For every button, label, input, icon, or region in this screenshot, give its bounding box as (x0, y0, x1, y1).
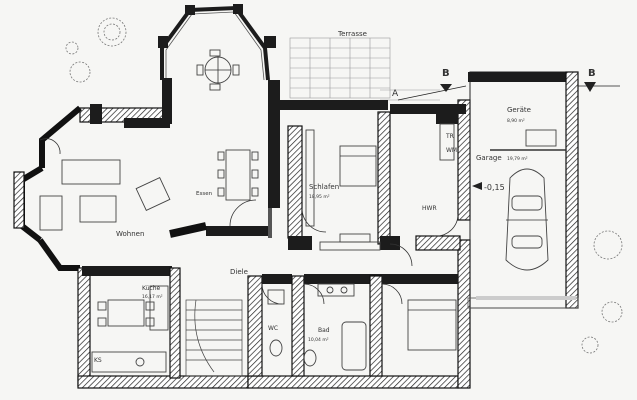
bay-window (158, 4, 276, 81)
living-furniture (39, 138, 171, 231)
label-essen: Essen (196, 191, 213, 197)
label-diele: Diele (230, 268, 248, 276)
exterior-walls (13, 78, 471, 389)
label-hwr: HWR (422, 205, 437, 212)
label-bad-area: 10,04 m² (308, 337, 329, 343)
tree (601, 301, 623, 323)
bedroom2-furniture (407, 299, 457, 351)
door-swings (229, 199, 459, 305)
label-garage-area: 19,79 m² (507, 156, 528, 162)
dining-table (217, 149, 259, 201)
level-marker: -0,15 (484, 183, 505, 192)
label-gerate-area: 8,90 m² (507, 118, 525, 124)
terrace-pavement (289, 37, 440, 101)
label-schlafen-area: 18,95 m² (309, 194, 330, 200)
label-schlafen: Schlafen (309, 183, 339, 191)
label-terrasse: Terrasse (337, 30, 367, 38)
tree (69, 61, 91, 83)
garden-trees (65, 17, 623, 354)
bathroom-fixtures (267, 283, 367, 371)
staircase (185, 299, 243, 377)
room-labels: Terrasse Geräte 8,90 m² Garage 19,79 m² … (94, 30, 596, 364)
section-markers (397, 82, 620, 190)
car (505, 168, 549, 271)
marker-b-right: B (588, 68, 596, 79)
tree (593, 230, 623, 260)
tree (97, 17, 127, 47)
bedroom-furniture (305, 129, 377, 243)
tree (103, 23, 121, 41)
garage (467, 71, 579, 309)
round-table (196, 49, 240, 91)
label-garage: Garage (476, 154, 502, 162)
label-ks: KS (94, 357, 102, 364)
label-kuche: Küche (142, 285, 161, 292)
marker-a: A (392, 89, 399, 99)
kitchen-furniture (91, 285, 169, 373)
label-wm: WM (446, 147, 457, 154)
label-wc: WC (268, 325, 278, 332)
label-tr: TR (445, 133, 454, 140)
tree (581, 336, 599, 354)
label-bad: Bad (318, 327, 330, 334)
label-gerate: Geräte (507, 106, 531, 114)
tree (65, 41, 79, 55)
label-wohnen: Wohnen (116, 230, 144, 238)
label-kuche-area: 16,17 m² (142, 294, 163, 300)
interior-walls (82, 108, 461, 379)
marker-b-left: B (442, 68, 450, 79)
